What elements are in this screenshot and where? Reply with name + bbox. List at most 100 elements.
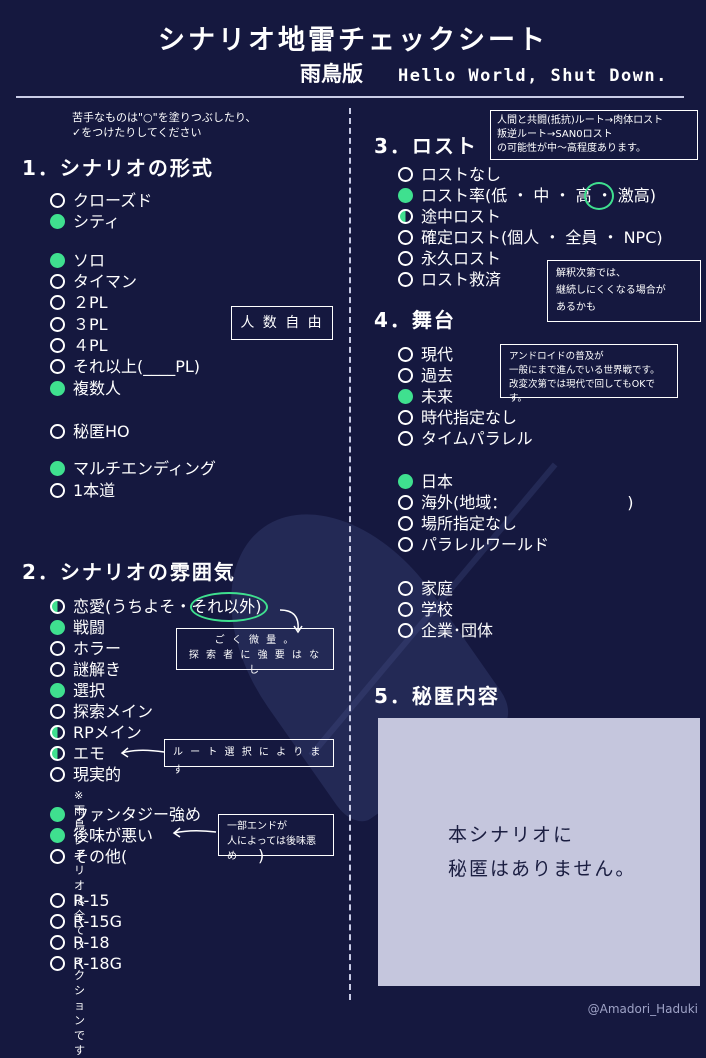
list-item[interactable]: それ以上(____PL) — [50, 356, 200, 377]
note-line: 一般にまで進んでいる世界戦です。 — [509, 365, 660, 376]
checkbox-circle[interactable] — [50, 359, 65, 374]
checkbox-circle[interactable] — [50, 914, 65, 929]
checkbox-circle[interactable] — [398, 431, 413, 446]
checkbox-circle[interactable] — [50, 767, 65, 782]
list-item[interactable]: 企業･団体 — [398, 620, 493, 641]
note-line: 継続しにくくなる場合が — [556, 285, 666, 296]
list-item[interactable]: シティ — [50, 211, 120, 232]
checkbox-circle[interactable] — [50, 893, 65, 908]
checkbox-circle[interactable] — [50, 704, 65, 719]
checkbox-circle[interactable] — [398, 474, 413, 489]
checkbox-circle[interactable] — [50, 253, 65, 268]
list-item[interactable]: 選択 — [50, 680, 105, 701]
checkbox-circle[interactable] — [50, 935, 65, 950]
list-item[interactable]: タイマン — [50, 271, 137, 292]
checkbox-circle[interactable] — [398, 389, 413, 404]
list-item[interactable]: その他( — [50, 846, 127, 867]
list-item[interactable]: タイムパラレル — [398, 428, 533, 449]
checkbox-circle[interactable] — [50, 193, 65, 208]
checkbox-circle[interactable] — [398, 188, 413, 203]
list-item[interactable]: 1本道 — [50, 480, 115, 501]
section-heading-secret: 5．秘匿内容 — [374, 684, 500, 708]
list-item[interactable]: 後味が悪い — [50, 825, 153, 846]
checkbox-circle[interactable] — [50, 483, 65, 498]
list-item[interactable]: ２PL — [50, 292, 108, 313]
checkbox-circle[interactable] — [50, 828, 65, 843]
checkbox-circle[interactable] — [50, 599, 65, 614]
list-item[interactable]: R-15 — [50, 890, 110, 911]
list-item[interactable]: 謎解き — [50, 659, 121, 680]
checkbox-circle[interactable] — [398, 537, 413, 552]
list-item[interactable]: 探索メイン — [50, 701, 153, 722]
checkbox-circle[interactable] — [398, 347, 413, 362]
section-heading-atmosphere: 2．シナリオの雰囲気 — [22, 560, 236, 584]
list-item[interactable]: 秘匿HO — [50, 421, 130, 442]
note-line: 人によっては後味悪め — [227, 836, 316, 862]
list-item[interactable]: 途中ロスト — [398, 206, 501, 227]
checkbox-circle[interactable] — [398, 495, 413, 510]
checkbox-circle[interactable] — [50, 424, 65, 439]
list-item[interactable]: R-18 — [50, 932, 110, 953]
checkbox-circle[interactable] — [50, 849, 65, 864]
list-item[interactable]: 場所指定なし — [398, 513, 517, 534]
list-item[interactable]: 時代指定なし — [398, 407, 517, 428]
list-item[interactable]: 過去 — [398, 365, 453, 386]
checkbox-circle[interactable] — [398, 581, 413, 596]
list-item[interactable]: ４PL — [50, 335, 108, 356]
list-item[interactable]: 現代 — [398, 344, 453, 365]
checkbox-circle[interactable] — [398, 230, 413, 245]
checkbox-circle[interactable] — [50, 338, 65, 353]
checkbox-circle[interactable] — [398, 209, 413, 224]
list-item[interactable]: 複数人 — [50, 378, 121, 399]
checkbox-circle[interactable] — [50, 620, 65, 635]
checkbox-circle[interactable] — [398, 602, 413, 617]
checkbox-circle[interactable] — [50, 274, 65, 289]
secret-content-box: 本シナリオに 秘匿はありません。 — [378, 718, 700, 986]
checkbox-circle[interactable] — [50, 641, 65, 656]
checkbox-circle[interactable] — [50, 381, 65, 396]
list-item[interactable]: 海外(地域： ) — [398, 492, 634, 513]
checkbox-circle[interactable] — [50, 725, 65, 740]
checkbox-circle[interactable] — [50, 956, 65, 971]
checkbox-circle[interactable] — [398, 167, 413, 182]
list-item[interactable]: ３PL — [50, 314, 108, 335]
checkbox-circle[interactable] — [50, 295, 65, 310]
list-item[interactable]: 戦闘 — [50, 617, 105, 638]
note-line: 一部エンドが — [227, 821, 287, 832]
checkbox-circle[interactable] — [398, 251, 413, 266]
checkbox-circle[interactable] — [398, 623, 413, 638]
list-item[interactable]: ロストなし — [398, 164, 501, 185]
list-item[interactable]: マルチエンディング — [50, 458, 216, 479]
list-item[interactable]: RPメイン — [50, 722, 142, 743]
section-heading-stage: 4．舞台 — [374, 308, 456, 332]
list-item[interactable]: クローズド — [50, 190, 152, 211]
checkbox-circle[interactable] — [398, 516, 413, 531]
list-item[interactable]: R-15G — [50, 911, 122, 932]
list-item[interactable]: ファンタジー強め — [50, 804, 201, 825]
checkbox-circle[interactable] — [50, 746, 65, 761]
checkbox-circle[interactable] — [50, 807, 65, 822]
list-item[interactable]: エモ — [50, 743, 105, 764]
list-item[interactable]: ソロ — [50, 250, 105, 271]
list-item[interactable]: 学校 — [398, 599, 453, 620]
checkbox-circle[interactable] — [50, 317, 65, 332]
list-item[interactable]: 現実的 — [50, 764, 121, 785]
list-item[interactable]: 永久ロスト — [398, 248, 501, 269]
list-item[interactable]: 家庭 — [398, 578, 453, 599]
list-item[interactable]: ロスト救済 — [398, 269, 501, 290]
list-item[interactable]: ロスト率(低 ・ 中 ・ 高 ・ 激高) — [398, 185, 656, 206]
list-item[interactable]: 確定ロスト(個人 ・ 全員 ・ NPC) — [398, 227, 663, 248]
page-title: シナリオ地雷チェックシート — [158, 25, 548, 56]
checkbox-circle[interactable] — [50, 461, 65, 476]
checkbox-circle[interactable] — [398, 272, 413, 287]
checkbox-circle[interactable] — [50, 214, 65, 229]
checkbox-circle[interactable] — [398, 368, 413, 383]
checkbox-circle[interactable] — [50, 662, 65, 677]
list-item[interactable]: 未来 — [398, 386, 453, 407]
list-item[interactable]: 日本 — [398, 471, 453, 492]
checkbox-circle[interactable] — [398, 410, 413, 425]
list-item[interactable]: ホラー — [50, 638, 121, 659]
checkbox-circle[interactable] — [50, 683, 65, 698]
list-item[interactable]: R-18G — [50, 953, 122, 974]
list-item[interactable]: パラレルワールド — [398, 534, 549, 555]
